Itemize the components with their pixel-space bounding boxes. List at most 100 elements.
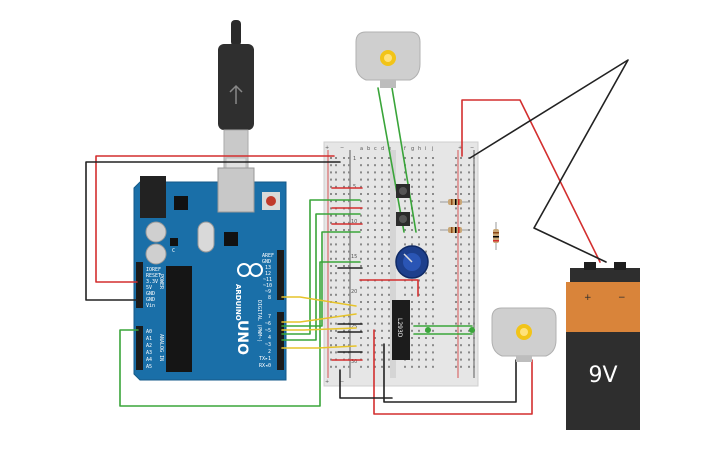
wire-green-motor1-a xyxy=(377,87,405,233)
svg-text:g: g xyxy=(411,146,414,152)
svg-text:1: 1 xyxy=(353,156,356,162)
svg-text:A5: A5 xyxy=(146,364,152,370)
capacitor-label: C xyxy=(172,248,175,254)
arduino-model-text: UNO xyxy=(234,320,250,355)
svg-text:5V: 5V xyxy=(146,285,152,291)
digital-header-top[interactable] xyxy=(277,250,284,300)
svg-text:i: i xyxy=(425,146,426,152)
svg-text:h: h xyxy=(418,146,421,152)
svg-text:A4: A4 xyxy=(146,357,152,363)
capacitor-2 xyxy=(145,243,167,265)
wire-green-3 xyxy=(281,231,361,327)
svg-text:20: 20 xyxy=(351,289,357,295)
wire-black-motor2 xyxy=(383,343,517,403)
usb-port xyxy=(217,167,255,213)
svg-text:AREF: AREF xyxy=(262,253,274,259)
power-jack xyxy=(140,176,166,218)
resistor-loose xyxy=(493,222,499,250)
svg-text:~10: ~10 xyxy=(263,283,272,289)
wire-red-motor2 xyxy=(373,329,533,415)
resistor-2 xyxy=(440,227,470,233)
battery-minus: − xyxy=(618,293,626,303)
wire-green-a0 xyxy=(119,261,361,407)
ic-label: L293D xyxy=(396,318,403,338)
power-header-labels: IOREF RESET 3.3V 5V GND GND Vin xyxy=(146,267,161,309)
dc-motor-top[interactable] xyxy=(355,31,421,88)
wire-yellow-6 xyxy=(281,313,357,323)
svg-text:c: c xyxy=(374,146,377,152)
svg-text:TX▸1: TX▸1 xyxy=(259,356,271,362)
svg-text:8: 8 xyxy=(268,295,271,301)
pushbutton-2[interactable] xyxy=(396,212,410,226)
svg-text:IOREF: IOREF xyxy=(146,267,161,273)
battery-plus: + xyxy=(584,293,592,303)
svg-text:A1: A1 xyxy=(146,336,152,342)
svg-text:2: 2 xyxy=(268,349,271,355)
svg-text:~5: ~5 xyxy=(265,328,271,334)
svg-text:Vin: Vin xyxy=(146,303,155,309)
wire-green-motor1-b xyxy=(391,87,417,233)
svg-text:10: 10 xyxy=(351,219,357,225)
breadboard-plus-top-right: + xyxy=(458,145,462,151)
wires xyxy=(85,59,629,415)
crystal-oscillator xyxy=(197,221,215,253)
svg-text:5: 5 xyxy=(353,184,356,190)
svg-text:30: 30 xyxy=(351,359,357,365)
breadboard-plus-bottom-left: + xyxy=(325,379,329,385)
svg-text:RESET: RESET xyxy=(146,273,161,279)
capacitor-1 xyxy=(145,221,167,243)
wire-black-gnd xyxy=(85,161,341,301)
svg-text:13: 13 xyxy=(265,265,271,271)
svg-text:~3: ~3 xyxy=(265,342,271,348)
svg-text:15: 15 xyxy=(351,254,357,260)
analog-header-labels: A0 A1 A2 A3 A4 A5 xyxy=(146,329,152,370)
breadboard-minus-bottom-left: − xyxy=(340,379,344,385)
wire-yellow-3 xyxy=(281,345,357,349)
svg-text:25: 25 xyxy=(351,324,357,330)
wire-green-1 xyxy=(281,199,361,335)
wire-black-bottom-ic xyxy=(339,369,393,399)
svg-text:b: b xyxy=(367,146,370,152)
wire-black-battery xyxy=(469,59,629,263)
svg-text:7: 7 xyxy=(268,314,271,320)
svg-text:j: j xyxy=(431,146,433,152)
dc-motor-bottom[interactable] xyxy=(491,307,557,362)
breadboard-plus-top-left: + xyxy=(325,145,329,151)
digital-bottom-labels: 7 ~6 ~5 4 ~3 2 TX▸1 RX◂0 xyxy=(259,314,271,369)
svg-text:12: 12 xyxy=(265,271,271,277)
svg-text:~9: ~9 xyxy=(265,289,271,295)
svg-text:d: d xyxy=(381,146,384,152)
wire-yellow-9 xyxy=(281,296,357,307)
arduino-logo-text: ARDUINO xyxy=(234,284,242,321)
svg-text:GND: GND xyxy=(146,291,155,297)
svg-text:RX◂0: RX◂0 xyxy=(259,363,271,369)
analog-header[interactable] xyxy=(136,326,143,370)
battery-9v[interactable]: + − 9V xyxy=(566,262,640,430)
potentiometer[interactable] xyxy=(395,245,429,279)
svg-text:f: f xyxy=(404,146,406,152)
battery-label: 9V xyxy=(588,363,617,388)
wire-yellow-5 xyxy=(281,327,357,331)
digital-header-bottom[interactable] xyxy=(277,312,284,370)
svg-text:A2: A2 xyxy=(146,343,152,349)
breadboard-minus-top-left: − xyxy=(340,145,344,151)
svg-text:A3: A3 xyxy=(146,350,152,356)
svg-text:~6: ~6 xyxy=(265,321,271,327)
resistor-1 xyxy=(440,199,470,205)
l293d-chip[interactable]: L293D xyxy=(392,300,410,360)
row-numbers: 1 5 10 15 20 25 30 xyxy=(351,156,357,365)
analog-header-title: ANALOG IN xyxy=(158,334,164,361)
svg-text:~11: ~11 xyxy=(263,277,272,283)
svg-text:a: a xyxy=(360,146,363,152)
wire-green-2 xyxy=(281,213,361,341)
svg-text:3.3V: 3.3V xyxy=(146,279,158,285)
power-header[interactable] xyxy=(136,262,143,308)
svg-text:4: 4 xyxy=(268,335,271,341)
svg-text:GND: GND xyxy=(146,297,155,303)
digital-header-title: DIGITAL (PWM~) xyxy=(256,300,262,342)
arduino-uno-board[interactable]: ARDUINO UNO DIGITAL (PWM~) POWER ANALOG … xyxy=(133,167,287,381)
pushbutton-1[interactable] xyxy=(396,184,410,198)
reset-button[interactable] xyxy=(266,196,276,206)
wire-red-5v xyxy=(95,155,335,283)
